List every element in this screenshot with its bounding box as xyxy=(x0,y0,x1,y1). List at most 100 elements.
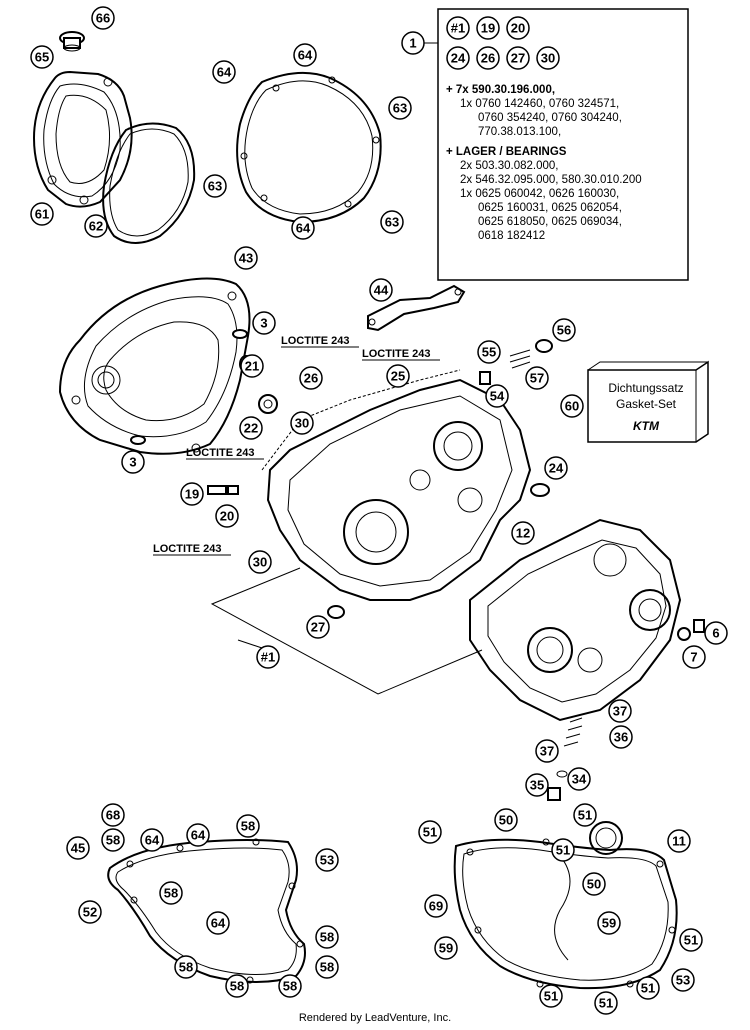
legend-screws-line: 1x 0760 142460, 0760 324571, xyxy=(460,98,619,110)
callout-c30b: 30 xyxy=(248,550,272,574)
assembly-guide-lines xyxy=(210,567,483,695)
clutch-cover-o-ring xyxy=(102,122,196,244)
callout-number: 1 xyxy=(409,36,416,51)
callout-number: 64 xyxy=(211,916,226,931)
callout-c27: 27 xyxy=(306,615,330,639)
bushing-3b xyxy=(130,435,146,445)
callout-number: 64 xyxy=(296,221,311,236)
crankcase-gasket xyxy=(261,369,461,471)
bushing-24 xyxy=(530,483,550,497)
legend-part-number: 30 xyxy=(541,51,555,66)
callout-circle xyxy=(299,366,323,390)
loctite-label: LOCTITE 243 xyxy=(186,447,254,459)
callout-circle xyxy=(560,394,584,418)
callout-circle xyxy=(121,450,145,474)
callout-c37a: 37 xyxy=(608,699,632,723)
legend-part-circle xyxy=(446,46,470,70)
callout-number: 64 xyxy=(145,833,160,848)
callout-number: 37 xyxy=(540,744,554,759)
loctite-label: LOCTITE 243 xyxy=(362,348,430,360)
callout-circle xyxy=(140,828,164,852)
callout-c58h: 58 xyxy=(278,974,302,998)
callout-c58a: 58 xyxy=(101,828,125,852)
callout-circle xyxy=(597,911,621,935)
callout-number: 51 xyxy=(423,825,437,840)
callout-c53a: 53 xyxy=(315,848,339,872)
footer-credit: Rendered by LeadVenture, Inc. xyxy=(298,1012,452,1024)
callout-number: 24 xyxy=(549,461,564,476)
callout-number: 19 xyxy=(185,487,199,502)
screw-35-34 xyxy=(547,770,568,801)
legend-part-circle xyxy=(506,46,530,70)
callout-number: 63 xyxy=(393,101,407,116)
callout-number: 36 xyxy=(614,730,628,745)
callout-number: 51 xyxy=(556,843,570,858)
callout-number: 58 xyxy=(320,960,334,975)
callout-number: 51 xyxy=(684,933,698,948)
callout-c59b: 59 xyxy=(434,936,458,960)
callout-c58e: 58 xyxy=(174,955,198,979)
callout-circle xyxy=(525,773,549,797)
callout-circle xyxy=(386,364,410,388)
callout-circle xyxy=(609,725,633,749)
callout-number: 21 xyxy=(245,359,259,374)
callout-circle xyxy=(380,210,404,234)
legend-part-number: 24 xyxy=(451,51,466,66)
callout-c50b: 50 xyxy=(582,872,606,896)
callout-number: 43 xyxy=(239,251,253,266)
callout-number: #1 xyxy=(261,650,275,665)
bracket-44 xyxy=(367,284,466,332)
callout-c26: 26 xyxy=(299,366,323,390)
callout-c58g: 58 xyxy=(225,974,249,998)
callout-circle xyxy=(206,911,230,935)
callout-c50a: 50 xyxy=(494,808,518,832)
callout-number: 11 xyxy=(672,834,686,849)
callout-c1: 1 xyxy=(401,31,425,55)
callout-circle xyxy=(225,974,249,998)
callout-c58b: 58 xyxy=(236,814,260,838)
callout-number: 51 xyxy=(578,808,592,823)
legend-screws-line: 0760 354240, 0760 304240, xyxy=(478,112,622,124)
callout-circle xyxy=(369,278,393,302)
callout-c59a: 59 xyxy=(597,911,621,935)
callout-circle xyxy=(485,384,509,408)
callout-c22: 22 xyxy=(239,416,263,440)
callout-circle xyxy=(159,881,183,905)
callout-number: 27 xyxy=(311,620,325,635)
callout-number: 68 xyxy=(106,808,120,823)
callout-circle xyxy=(679,928,703,952)
legend-bearings-line: 2x 503.30.082.000, xyxy=(460,160,558,172)
spring-57 xyxy=(509,349,531,369)
callout-number: 53 xyxy=(676,973,690,988)
callout-number: 22 xyxy=(244,421,258,436)
callout-c3b: 3 xyxy=(121,450,145,474)
callout-number: 51 xyxy=(544,989,558,1004)
callout-number: 64 xyxy=(298,48,313,63)
legend-part-circle xyxy=(476,16,500,40)
gasket-set-box xyxy=(587,360,709,443)
callout-circle xyxy=(434,936,458,960)
callout-circle xyxy=(704,621,728,645)
callout-circle xyxy=(212,60,236,84)
callout-circle xyxy=(388,96,412,120)
callout-c11: 11 xyxy=(667,829,691,853)
callout-circle xyxy=(234,246,258,270)
clutch-cover-gasket xyxy=(236,71,382,224)
callout-number: 69 xyxy=(429,899,443,914)
callout-circle xyxy=(278,974,302,998)
callout-c63b: 63 xyxy=(203,174,227,198)
legend-part-number: #1 xyxy=(451,21,465,36)
gasket-set-line-de: Dichtungssatz xyxy=(608,381,683,395)
callout-circle xyxy=(215,504,239,528)
callout-c12: 12 xyxy=(511,521,535,545)
callout-circle xyxy=(30,202,54,226)
callout-circle xyxy=(252,311,276,335)
legend-part-number: 26 xyxy=(481,51,495,66)
callout-number: 59 xyxy=(439,941,453,956)
lower-left-gasket xyxy=(107,838,306,984)
callout-circle xyxy=(248,550,272,574)
callout-circle xyxy=(290,411,314,435)
callout-circle xyxy=(239,416,263,440)
callout-number: 58 xyxy=(230,979,244,994)
